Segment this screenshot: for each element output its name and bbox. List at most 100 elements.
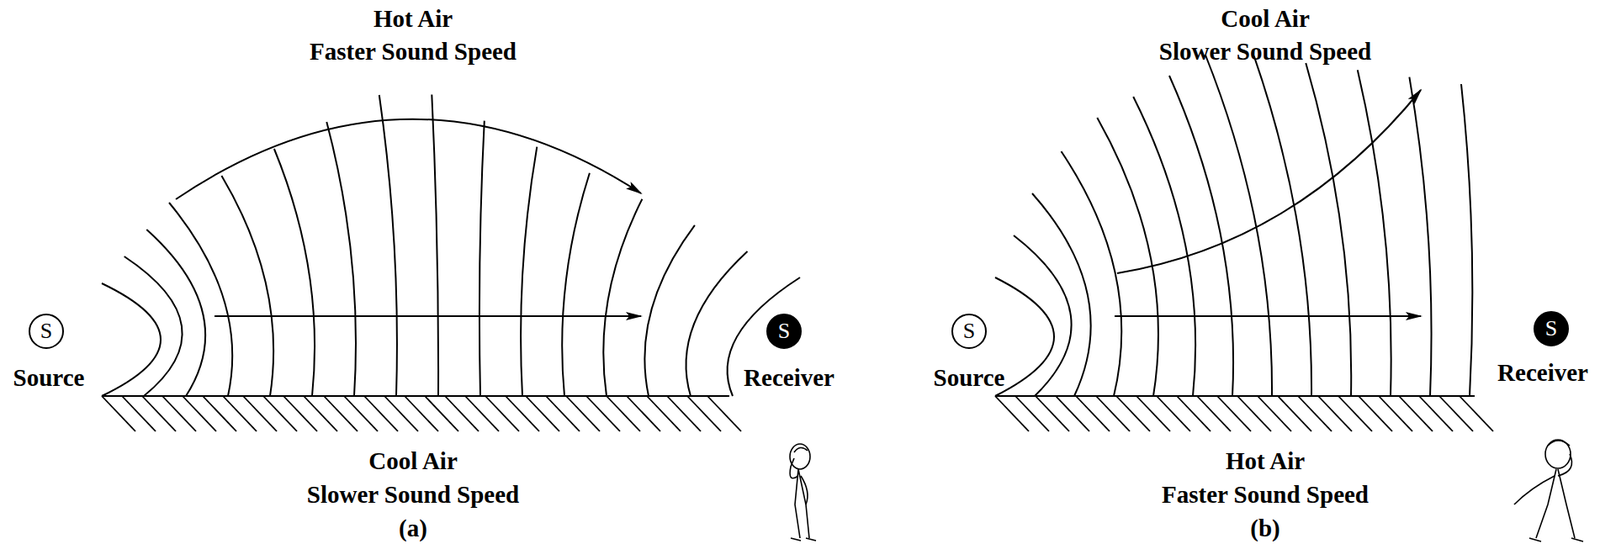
ground-hatch xyxy=(1257,396,1292,432)
ground-hatch xyxy=(1176,396,1211,432)
wavefront xyxy=(1205,54,1272,397)
wavefront xyxy=(1357,69,1392,397)
ground-hatch xyxy=(1277,396,1312,432)
ground-hatch xyxy=(586,396,620,432)
ground-hatch xyxy=(995,396,1029,432)
ground-hatch xyxy=(283,396,318,432)
wavefront xyxy=(1096,117,1159,397)
ground-hatch xyxy=(303,396,338,432)
ground-hatch xyxy=(222,396,257,432)
source-circle: SSource xyxy=(28,313,64,350)
wavefront xyxy=(1061,151,1123,397)
region-label: Cool Air xyxy=(1220,4,1310,33)
wavefront xyxy=(479,121,485,397)
wavefront xyxy=(520,147,537,397)
ground-hatch xyxy=(1338,396,1373,432)
wavefront xyxy=(221,175,274,397)
ground-hatch xyxy=(424,396,459,432)
wavefront xyxy=(1133,96,1196,397)
ground-hatch xyxy=(667,396,701,432)
node-symbol: S xyxy=(766,313,802,350)
ground-hatch xyxy=(707,396,742,432)
wavefront xyxy=(1013,235,1072,397)
ground-hatch xyxy=(545,396,580,432)
ground-hatch xyxy=(162,396,197,432)
wavefront xyxy=(1254,56,1312,397)
ground-hatch xyxy=(505,396,540,432)
ray-arrow xyxy=(175,119,642,200)
receiver-circle: SReceiver xyxy=(766,313,802,350)
wavefront xyxy=(1305,63,1351,397)
ground-hatch xyxy=(263,396,297,432)
wavefront xyxy=(1169,75,1234,397)
wavefront xyxy=(431,95,439,398)
ground-hatch xyxy=(202,396,237,432)
ground-hatch xyxy=(142,396,176,432)
ground-hatch xyxy=(687,396,721,432)
ground-hatch xyxy=(465,396,499,432)
ground-hatch xyxy=(485,396,520,432)
ray-arrow xyxy=(214,315,642,318)
wavefront xyxy=(603,199,642,397)
ground-hatch xyxy=(1156,396,1191,432)
ground-hatch xyxy=(101,396,136,432)
node-caption: Receiver xyxy=(743,363,835,393)
node-symbol: S xyxy=(1533,311,1569,347)
wavefront xyxy=(169,202,233,397)
node-symbol: S xyxy=(28,313,64,350)
region-label: Slower Sound Speed xyxy=(307,480,520,509)
region-label: Hot Air xyxy=(373,4,453,33)
ground-hatch xyxy=(1439,396,1473,432)
ground-hatch xyxy=(182,396,217,432)
ground-hatch xyxy=(344,396,378,432)
ground-hatch xyxy=(1015,396,1050,432)
circle-shape xyxy=(767,314,801,349)
ground-hatch xyxy=(243,396,277,432)
wavefront xyxy=(101,283,161,397)
wavefront xyxy=(644,225,695,397)
ground-hatch xyxy=(1197,396,1231,432)
wavefront xyxy=(685,251,748,397)
ground-hatch xyxy=(364,396,398,432)
region-label: Slower Sound Speed xyxy=(1159,37,1373,66)
ground-hatch xyxy=(1398,396,1433,432)
wavefront xyxy=(124,256,183,397)
ground-hatch xyxy=(1358,396,1393,432)
ground-hatch xyxy=(1055,396,1090,432)
listener-figure xyxy=(789,444,816,541)
ground-hatch xyxy=(1237,396,1272,432)
region-label: (b) xyxy=(1250,513,1280,543)
region-label: Hot Air xyxy=(1225,446,1305,476)
ground-hatch xyxy=(323,396,358,432)
wavefront xyxy=(1032,193,1092,397)
region-label: Cool Air xyxy=(368,446,458,476)
receiver-circle: SReceiver xyxy=(1533,311,1569,347)
wavefront xyxy=(1461,84,1473,397)
source-circle: SSource xyxy=(951,313,987,350)
region-label: Faster Sound Speed xyxy=(1161,480,1369,509)
listener-figure xyxy=(1514,439,1584,542)
ground-hatch xyxy=(626,396,661,432)
wavefront xyxy=(146,229,206,397)
ground-hatch xyxy=(121,396,156,432)
ray-arrow xyxy=(1114,315,1421,318)
wavefront-group xyxy=(101,54,1473,397)
node-caption: Source xyxy=(933,363,1006,393)
ground-hatch xyxy=(1318,396,1352,432)
ground-hatch xyxy=(1116,396,1150,432)
circle-shape xyxy=(1534,312,1569,346)
ground-group xyxy=(101,396,1494,432)
wavefront xyxy=(326,121,356,397)
ground-hatch xyxy=(1035,396,1070,432)
ground-hatch xyxy=(566,396,600,432)
node-caption: Source xyxy=(13,363,85,393)
ray-arrow xyxy=(1117,90,1421,274)
ground-hatch xyxy=(1378,396,1413,432)
ground-hatch xyxy=(1136,396,1171,432)
circle-shape xyxy=(29,314,64,349)
circle-shape xyxy=(952,314,986,349)
ground-hatch xyxy=(404,396,439,432)
node-symbol: S xyxy=(951,313,987,350)
